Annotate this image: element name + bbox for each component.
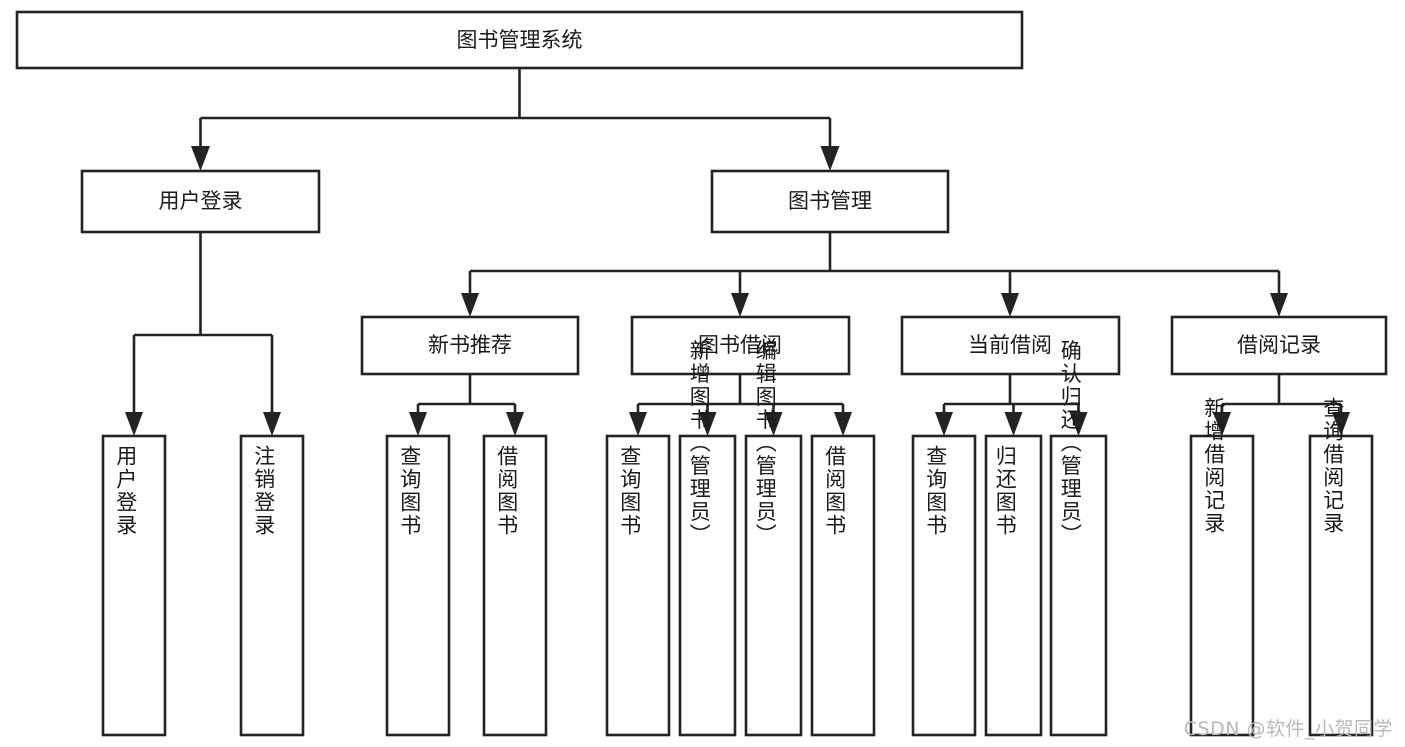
node-leaf-query-book-2-label: 查询图书 — [618, 445, 642, 537]
node-leaf-confirm-return-box[interactable] — [1049, 434, 1108, 737]
node-leaf-query-record[interactable]: 查询借阅记录 — [1308, 397, 1374, 737]
node-leaf-return-book[interactable]: 归还图书 — [984, 434, 1043, 737]
node-book-manage-label: 图书管理 — [788, 189, 872, 213]
node-leaf-logout-box[interactable] — [239, 434, 305, 737]
node-leaf-query-book-3[interactable]: 查询图书 — [911, 434, 977, 737]
node-borrow-record[interactable]: 借阅记录 — [1170, 315, 1388, 376]
arrow-to-leaf-query-book-2 — [629, 412, 647, 436]
node-leaf-confirm-return[interactable]: 确认归还（管理员） — [1049, 340, 1108, 737]
connector-currentborrow-bus — [942, 374, 1080, 415]
connector-layer — [125, 68, 1350, 436]
arrow-to-leaf-return-book — [1004, 412, 1023, 436]
arrow-to-leaf-query-book-1 — [409, 412, 427, 436]
node-user-login-label: 用户登录 — [159, 189, 243, 213]
node-leaf-borrow-book-2-label: 借阅图书 — [823, 445, 847, 537]
node-leaf-add-book[interactable]: 新增图书（管理员） — [678, 340, 737, 737]
arrow-to-leaf-borrow-book-1 — [506, 412, 524, 436]
node-leaf-query-book-1[interactable]: 查询图书 — [385, 434, 451, 737]
node-current-borrow-label: 当前借阅 — [968, 333, 1052, 357]
arrow-root-to-user-login — [191, 146, 210, 171]
csdn-watermark: CSDN @软件_小贺同学 — [1183, 718, 1393, 740]
node-leaf-query-book-3-box[interactable] — [911, 434, 977, 737]
node-leaf-add-book-box[interactable] — [678, 434, 737, 737]
node-book-borrow-box[interactable] — [630, 315, 851, 376]
node-leaf-add-book-label: 新增图书（管理员） — [687, 340, 711, 547]
node-leaf-query-book-2[interactable]: 查询图书 — [605, 434, 671, 737]
arrow-to-leaf-query-record — [1332, 412, 1350, 436]
node-leaf-add-record-label: 新增借阅记录 — [1202, 397, 1226, 535]
arrow-to-new-book-recommend — [461, 293, 479, 317]
node-leaf-logout[interactable]: 注销登录 — [239, 434, 305, 737]
connector-root-bus — [199, 68, 832, 150]
node-leaf-return-book-label: 归还图书 — [993, 445, 1017, 537]
node-root-label: 图书管理系统 — [457, 28, 583, 52]
node-leaf-user-login-box[interactable] — [101, 434, 167, 737]
arrow-to-leaf-add-book — [698, 412, 717, 436]
node-leaf-return-book-box[interactable] — [984, 434, 1043, 737]
node-leaf-query-book-3-label: 查询图书 — [924, 445, 948, 537]
node-leaf-edit-book-label: 编辑图书（管理员） — [753, 340, 777, 547]
connector-bookborrow-bus — [636, 374, 845, 415]
node-new-book-recommend-box[interactable] — [360, 315, 580, 376]
node-leaf-query-record-box[interactable] — [1308, 434, 1374, 737]
node-leaf-borrow-book-1[interactable]: 借阅图书 — [482, 434, 548, 737]
arrow-to-leaf-query-book-3 — [935, 412, 953, 436]
connector-newbook-bus — [416, 374, 517, 415]
arrow-to-leaf-borrow-book-2 — [834, 412, 852, 436]
arrow-root-to-book-manage — [820, 146, 840, 171]
arrow-to-leaf-user-login — [125, 412, 143, 436]
node-leaf-query-record-label: 查询借阅记录 — [1321, 397, 1345, 535]
node-leaf-edit-book[interactable]: 编辑图书（管理员） — [744, 340, 803, 737]
node-book-manage-box[interactable] — [710, 169, 950, 234]
node-book-borrow-label: 图书借阅 — [698, 333, 782, 357]
arrow-to-leaf-add-record — [1213, 412, 1231, 436]
node-leaf-logout-label: 注销登录 — [252, 445, 276, 537]
arrow-to-leaf-confirm-return — [1069, 412, 1088, 436]
arrow-to-borrow-record — [1270, 293, 1288, 317]
node-user-login-box[interactable] — [80, 169, 321, 234]
node-borrow-record-box[interactable] — [1170, 315, 1388, 376]
connector-userlogin-bus — [132, 232, 274, 415]
node-leaf-borrow-book-1-box[interactable] — [482, 434, 548, 737]
node-new-book-recommend-label: 新书推荐 — [428, 333, 512, 357]
arrow-to-leaf-edit-book — [764, 412, 783, 436]
node-leaf-user-login[interactable]: 用户登录 — [101, 434, 167, 737]
node-leaf-borrow-book-2-box[interactable] — [810, 434, 876, 737]
node-leaf-user-login-label: 用户登录 — [114, 445, 138, 537]
node-leaf-query-book-2-box[interactable] — [605, 434, 671, 737]
node-book-manage[interactable]: 图书管理 — [710, 169, 950, 234]
node-book-borrow[interactable]: 图书借阅 — [630, 315, 851, 376]
arrow-to-book-borrow — [731, 293, 749, 317]
connector-borrowrecord-bus — [1220, 374, 1343, 415]
connector-bookmanage-bus — [468, 232, 1281, 296]
node-leaf-edit-book-box[interactable] — [744, 434, 803, 737]
arrow-to-current-borrow — [1001, 293, 1019, 317]
node-new-book-recommend[interactable]: 新书推荐 — [360, 315, 580, 376]
node-leaf-add-record[interactable]: 新增借阅记录 — [1189, 397, 1255, 737]
node-root-box[interactable] — [15, 10, 1024, 70]
node-leaf-borrow-book-2[interactable]: 借阅图书 — [810, 434, 876, 737]
node-leaf-add-record-box[interactable] — [1189, 434, 1255, 737]
node-borrow-record-label: 借阅记录 — [1237, 333, 1321, 357]
node-current-borrow-box[interactable] — [900, 315, 1121, 376]
arrow-to-leaf-logout — [263, 412, 281, 436]
node-leaf-borrow-book-1-label: 借阅图书 — [495, 445, 519, 537]
node-current-borrow[interactable]: 当前借阅 — [900, 315, 1121, 376]
node-user-login[interactable]: 用户登录 — [80, 169, 321, 234]
node-leaf-query-book-1-label: 查询图书 — [398, 445, 422, 537]
node-leaf-confirm-return-label: 确认归还（管理员） — [1058, 340, 1082, 547]
node-root[interactable]: 图书管理系统 — [15, 10, 1024, 70]
node-leaf-query-book-1-box[interactable] — [385, 434, 451, 737]
